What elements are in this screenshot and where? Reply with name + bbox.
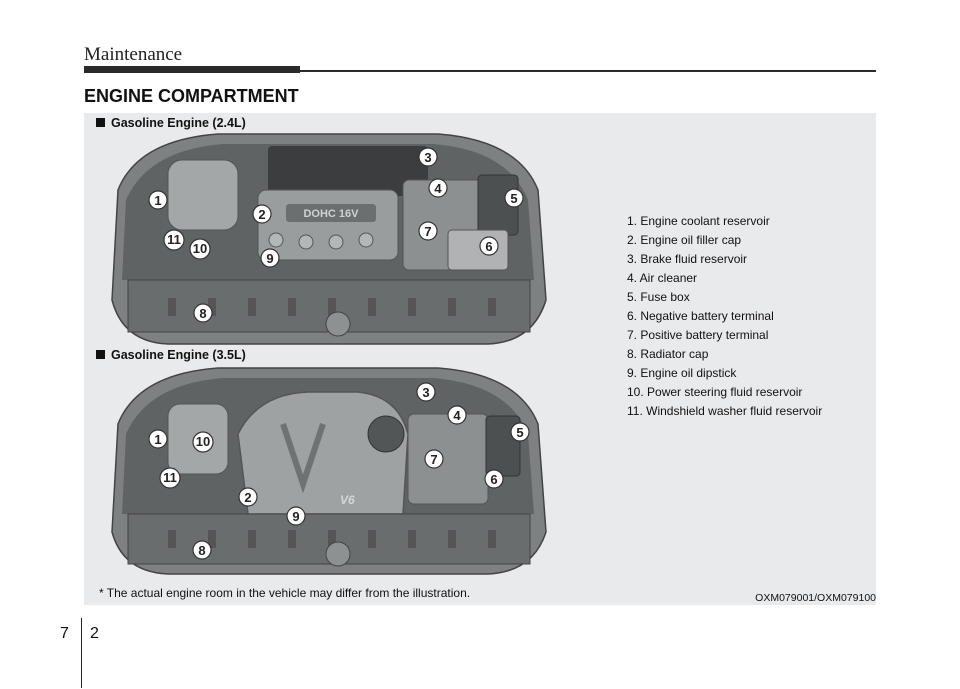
engine-label-text: Gasoline Engine (3.5L) (111, 348, 246, 362)
svg-text:7: 7 (424, 224, 431, 239)
svg-text:3: 3 (422, 385, 429, 400)
legend-item: 6. Negative battery terminal (627, 309, 774, 323)
svg-text:4: 4 (453, 408, 461, 423)
section-title: ENGINE COMPARTMENT (84, 86, 299, 106)
callout-1: 1 (148, 190, 168, 210)
legend-item: 2. Engine oil filler cap (627, 233, 742, 247)
svg-text:2: 2 (258, 207, 265, 222)
legend-item: 9. Engine oil dipstick (627, 366, 737, 380)
callout-4: 4 (447, 405, 467, 425)
header-rule (300, 70, 876, 72)
svg-text:1: 1 (154, 193, 161, 208)
callout-8: 8 (193, 303, 213, 323)
engine-illustration-2-4: DOHC 16V 1 2 3 4 5 6 7 8 9 10 11 (111, 133, 547, 345)
callout-10: 10 (189, 238, 211, 260)
engine-illustration-3-5: V6 1 2 3 4 5 6 7 8 9 10 11 (111, 367, 547, 575)
header-bar (84, 66, 300, 73)
svg-text:2: 2 (244, 490, 251, 505)
svg-text:10: 10 (193, 241, 207, 256)
callout-1: 1 (148, 429, 168, 449)
svg-text:4: 4 (434, 181, 442, 196)
callout-2: 2 (238, 487, 258, 507)
svg-text:5: 5 (516, 425, 523, 440)
legend-item: 3. Brake fluid reservoir (627, 252, 748, 266)
svg-text:1: 1 (154, 432, 161, 447)
svg-text:8: 8 (199, 306, 206, 321)
header-title: Maintenance (84, 44, 183, 65)
svg-text:10: 10 (196, 434, 210, 449)
callout-6: 6 (479, 236, 499, 256)
image-code: OXM079001/OXM079100 (755, 592, 876, 604)
legend-item: 8. Radiator cap (627, 347, 709, 361)
bullet-square-icon (96, 118, 105, 127)
svg-text:6: 6 (490, 472, 497, 487)
callout-6: 6 (484, 469, 504, 489)
legend-item: 4. Air cleaner (627, 271, 698, 285)
callout-9: 9 (286, 506, 306, 526)
engine-cover-text: DOHC 16V (303, 208, 359, 220)
svg-text:11: 11 (163, 470, 177, 485)
svg-text:5: 5 (510, 191, 517, 206)
legend-item: 5. Fuse box (627, 290, 690, 304)
svg-text:11: 11 (167, 232, 181, 247)
engine-label-2-4: Gasoline Engine (2.4L) (96, 116, 246, 130)
footnote: * The actual engine room in the vehicle … (99, 586, 471, 600)
callout-10: 10 (192, 431, 214, 453)
callout-9: 9 (260, 248, 280, 268)
callout-11: 11 (163, 229, 185, 251)
svg-text:7: 7 (430, 452, 437, 467)
callout-5: 5 (510, 422, 530, 442)
callout-11: 11 (159, 467, 181, 489)
engine-cover-text: V6 (340, 493, 355, 507)
engine-label-text: Gasoline Engine (2.4L) (111, 116, 246, 130)
legend-item: 10. Power steering fluid reservoir (627, 385, 803, 399)
bullet-square-icon (96, 350, 105, 359)
svg-text:9: 9 (266, 251, 273, 266)
legend-item: 1. Engine coolant reservoir (627, 214, 770, 228)
callout-8: 8 (192, 540, 212, 560)
callout-7: 7 (418, 221, 438, 241)
svg-text:6: 6 (485, 239, 492, 254)
callout-3: 3 (418, 147, 438, 167)
legend-item: 7. Positive battery terminal (627, 328, 769, 342)
svg-text:9: 9 (292, 509, 299, 524)
svg-text:8: 8 (198, 543, 205, 558)
callout-5: 5 (504, 188, 524, 208)
callout-7: 7 (424, 449, 444, 469)
component-legend: 1. Engine coolant reservoir 2. Engine oi… (627, 212, 822, 421)
callout-4: 4 (428, 178, 448, 198)
svg-text:3: 3 (424, 150, 431, 165)
callout-3: 3 (416, 382, 436, 402)
engine-label-3-5: Gasoline Engine (3.5L) (96, 348, 246, 362)
chapter-number: 7 (60, 625, 69, 642)
legend-item: 11. Windshield washer fluid reservoir (627, 404, 823, 418)
page-number: 2 (90, 625, 99, 642)
page-divider (81, 618, 82, 688)
callout-2: 2 (252, 204, 272, 224)
